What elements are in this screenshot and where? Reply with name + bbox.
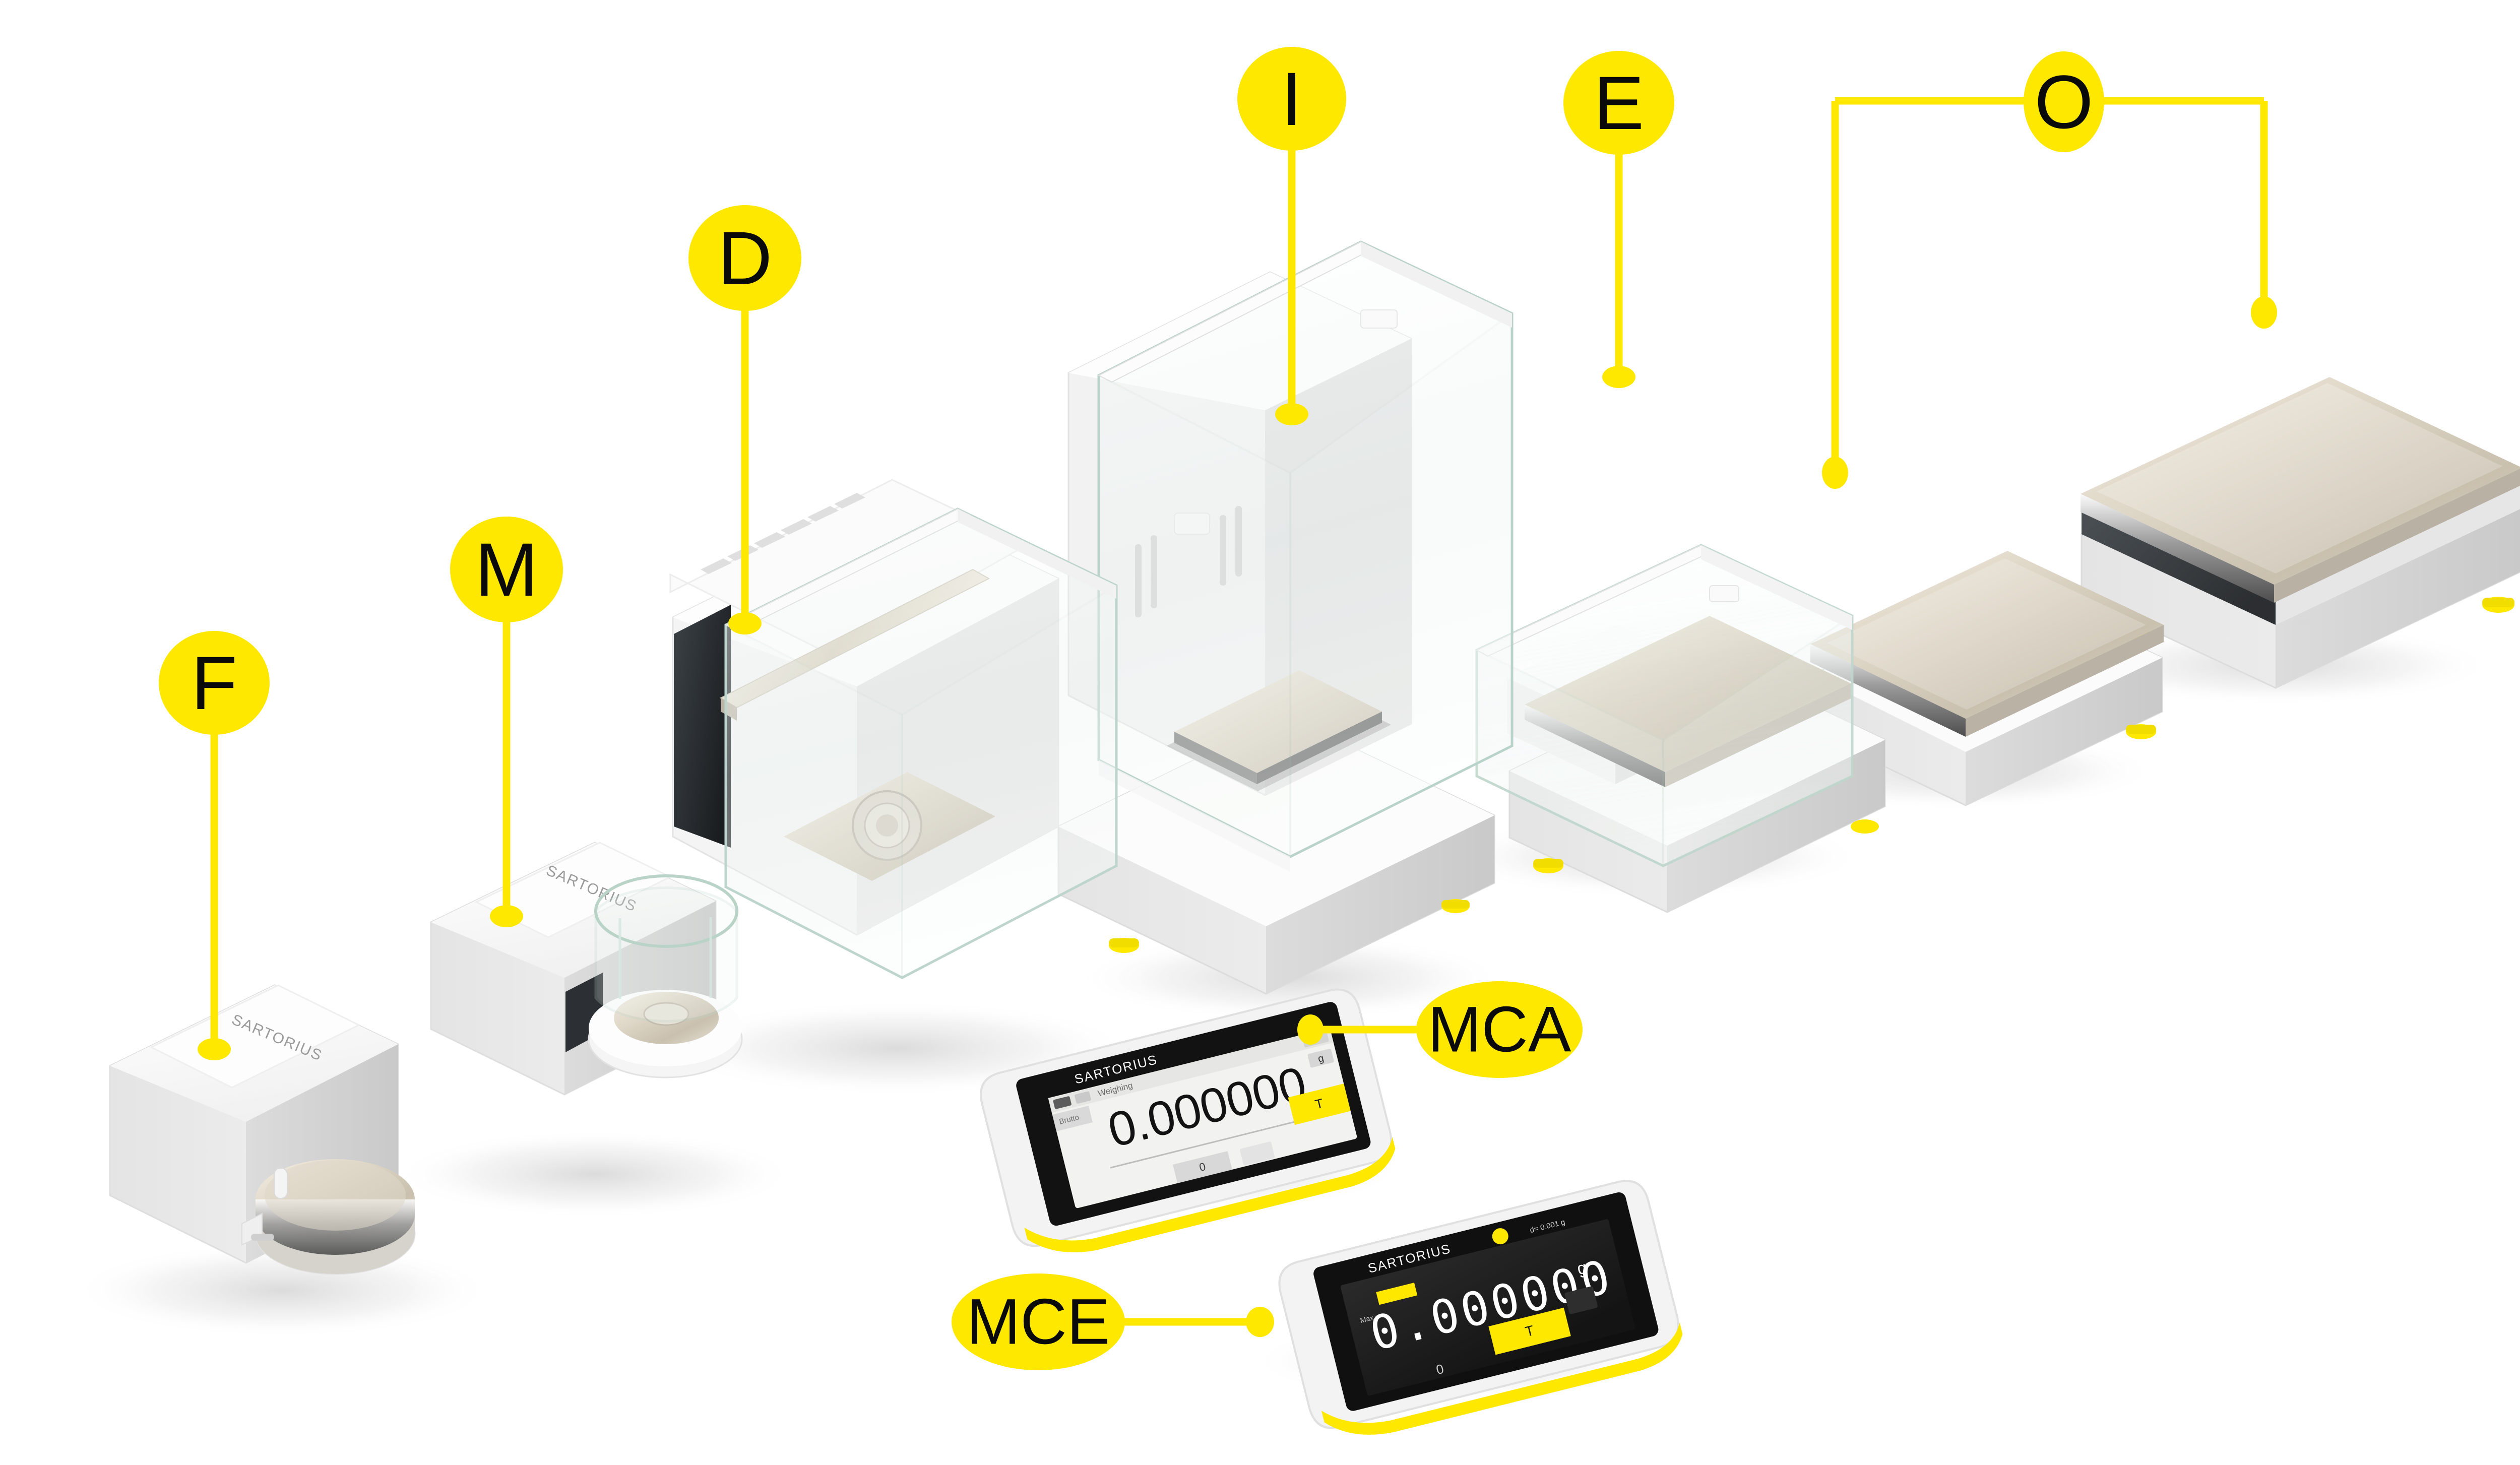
callout-bubble[interactable] (952, 1273, 1125, 1370)
sample-post-f (274, 1168, 288, 1199)
callout-bubble[interactable] (1563, 51, 1674, 155)
callout-label-e: E (1594, 60, 1644, 145)
accent-stripe-mce (1321, 1322, 1683, 1435)
status-indicator (1492, 1228, 1508, 1245)
leveling-foot (1851, 819, 1879, 834)
device-micro-balance-f[interactable]: SARTORIUS (109, 984, 416, 1275)
callout-label-m: M (475, 527, 538, 612)
device-analytical-balance-d[interactable] (669, 479, 1118, 980)
unit-label-mca: g (1317, 1053, 1325, 1065)
leader-tip (198, 1038, 231, 1060)
svg-text:T: T (1313, 1096, 1325, 1112)
callout-label-mca: MCA (1428, 994, 1571, 1066)
print-icon[interactable] (1239, 1141, 1275, 1166)
leader-tip (1275, 403, 1308, 425)
leader-tip (728, 612, 762, 634)
callout-e[interactable]: E (1563, 51, 1674, 388)
side-panel-dark (674, 605, 731, 848)
tare-button-mce[interactable] (1488, 1307, 1571, 1355)
callout-i[interactable]: I (1237, 47, 1346, 425)
tare-button-mca[interactable] (1288, 1084, 1351, 1125)
callout-bubble[interactable] (159, 631, 270, 735)
callout-mce[interactable]: MCE (952, 1273, 1274, 1370)
print-icon-mce[interactable] (1564, 1286, 1598, 1315)
callout-bubble[interactable] (1416, 981, 1583, 1078)
weighing-pan-large (2081, 377, 2520, 585)
menu-icon[interactable] (1053, 1096, 1072, 1110)
accent-stripe-mca (1024, 1137, 1396, 1253)
home-icon[interactable] (1075, 1091, 1092, 1104)
callout-mca[interactable]: MCA (1297, 981, 1583, 1078)
leader-tip (1822, 457, 1848, 489)
device-platform-balance-large-o[interactable] (2081, 377, 2520, 689)
callout-bubble[interactable] (1237, 47, 1346, 151)
svg-text:0: 0 (1198, 1160, 1207, 1174)
device-display-unit-mca[interactable]: SARTORIUS Weighing Brutto 0.000000 g T 0 (976, 984, 1402, 1268)
glass-cylinder-m (594, 874, 738, 1023)
callout-o[interactable]: O (1822, 51, 2277, 489)
callout-d[interactable]: D (688, 205, 801, 634)
device-platform-balance-small-o[interactable] (1810, 551, 2164, 806)
leader-tip (1297, 1014, 1324, 1045)
glass-draft-shield-d (724, 507, 1118, 980)
device-analytical-balance-i[interactable] (1057, 240, 1514, 995)
zero-button-mce[interactable]: 0 (1434, 1361, 1445, 1378)
weighing-pan-small (1810, 551, 2164, 719)
callout-label-o: O (2035, 59, 2094, 144)
callout-f[interactable]: F (159, 631, 270, 1060)
capacity-label-mce: Max (1359, 1313, 1374, 1324)
callout-bubble[interactable] (2024, 51, 2104, 152)
leader-tip (490, 905, 523, 927)
leader-tip (2251, 296, 2277, 329)
callout-label-i: I (1281, 56, 1302, 141)
callout-label-mce: MCE (967, 1286, 1110, 1358)
device-precision-balance-e[interactable] (1475, 544, 1886, 913)
leader-tip (1246, 1307, 1274, 1337)
callout-bubble[interactable] (688, 205, 801, 311)
leader-tip (1602, 366, 1635, 388)
glass-draft-shield-i (1097, 240, 1514, 872)
device-micro-balance-m[interactable]: SARTORIUS (430, 842, 743, 1096)
glass-draft-shield-e (1475, 544, 1854, 868)
callout-layer: F M D I E O MCA MCE (159, 47, 2277, 1370)
mode-indicator-mce (1376, 1283, 1418, 1305)
device-display-unit-mce[interactable]: SARTORIUS d= 0.001 g Max 0.000000 g T 0 (1274, 1176, 1688, 1450)
callout-label-d: D (718, 216, 772, 300)
zero-button-mca[interactable] (1173, 1151, 1232, 1183)
callout-m[interactable]: M (450, 517, 563, 927)
callout-label-f: F (191, 641, 237, 725)
callout-bubble[interactable] (450, 517, 563, 622)
lcd-screen-mce[interactable] (1340, 1219, 1635, 1396)
